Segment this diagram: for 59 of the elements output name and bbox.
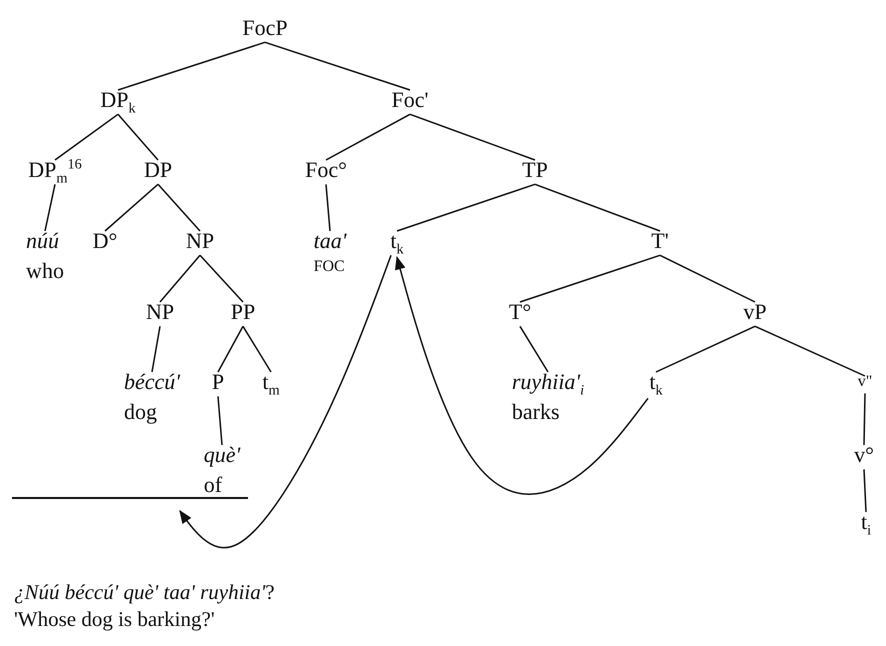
word: béccú': [124, 369, 180, 394]
word: ruyhiia'$_{i}$: [512, 369, 584, 394]
node-label: D°: [92, 228, 118, 254]
gloss: dog: [124, 399, 158, 425]
node-label: NP: [186, 228, 214, 254]
movement-arrow: [179, 255, 392, 548]
node-label: NP: [146, 299, 174, 324]
branch-line: [325, 184, 331, 232]
word: taa': [314, 228, 346, 254]
branch-line: [118, 42, 266, 91]
branch-line: [863, 469, 867, 512]
branch-line: [656, 326, 756, 373]
node-label: t$_{k}$: [649, 369, 663, 394]
node-label: vP: [743, 299, 767, 324]
branch-line: [199, 254, 244, 302]
translation: 'Whose dog is barking?': [14, 607, 215, 632]
word: núú: [26, 228, 60, 254]
branch-line: [754, 326, 866, 377]
branch-line: [151, 326, 161, 372]
node-label: DP$_{k}$: [100, 87, 136, 112]
branch-line: [159, 254, 201, 302]
node-label: PP: [230, 299, 256, 324]
movement-arrow: [394, 256, 649, 495]
gloss: who: [26, 258, 64, 284]
gloss: FOC: [314, 258, 346, 277]
branch-line: [863, 393, 866, 446]
branch-line: [396, 184, 536, 232]
branch-line: [157, 184, 201, 232]
node-label: t$_{k}$: [390, 228, 404, 254]
node-label: Foc': [392, 87, 428, 112]
node-label: P: [212, 369, 224, 394]
branch-line: [54, 114, 118, 161]
example-sentence: ¿Núú béccú' què' taa' ruyhiia'?: [14, 580, 275, 606]
gloss: barks: [512, 399, 561, 425]
node-label: Foc°: [305, 157, 347, 182]
branch-line: [410, 114, 536, 161]
branch-line: [104, 184, 158, 232]
branch-line: [44, 184, 56, 232]
branch-line: [117, 114, 159, 160]
branch-line: [519, 326, 549, 372]
node-label: T': [651, 228, 669, 254]
node-label: v": [858, 373, 872, 392]
branch-line: [520, 254, 660, 303]
node-label: DP: [144, 157, 172, 182]
node-label: t$_{m}$: [262, 369, 280, 394]
node-label: v°: [854, 442, 874, 468]
branch-line: [242, 326, 272, 372]
branch-line: [217, 396, 223, 446]
node-label: FocP: [242, 15, 288, 40]
word: què': [204, 442, 240, 468]
node-label: T°: [508, 299, 532, 324]
branch-line: [660, 254, 756, 303]
branch-line: [264, 42, 410, 91]
branch-line: [217, 326, 244, 372]
branch-line: [534, 184, 660, 232]
node-label: t$_{i}$: [860, 509, 872, 534]
branch-line: [326, 114, 410, 161]
node-label: TP: [522, 157, 548, 182]
gloss: of: [204, 472, 224, 498]
